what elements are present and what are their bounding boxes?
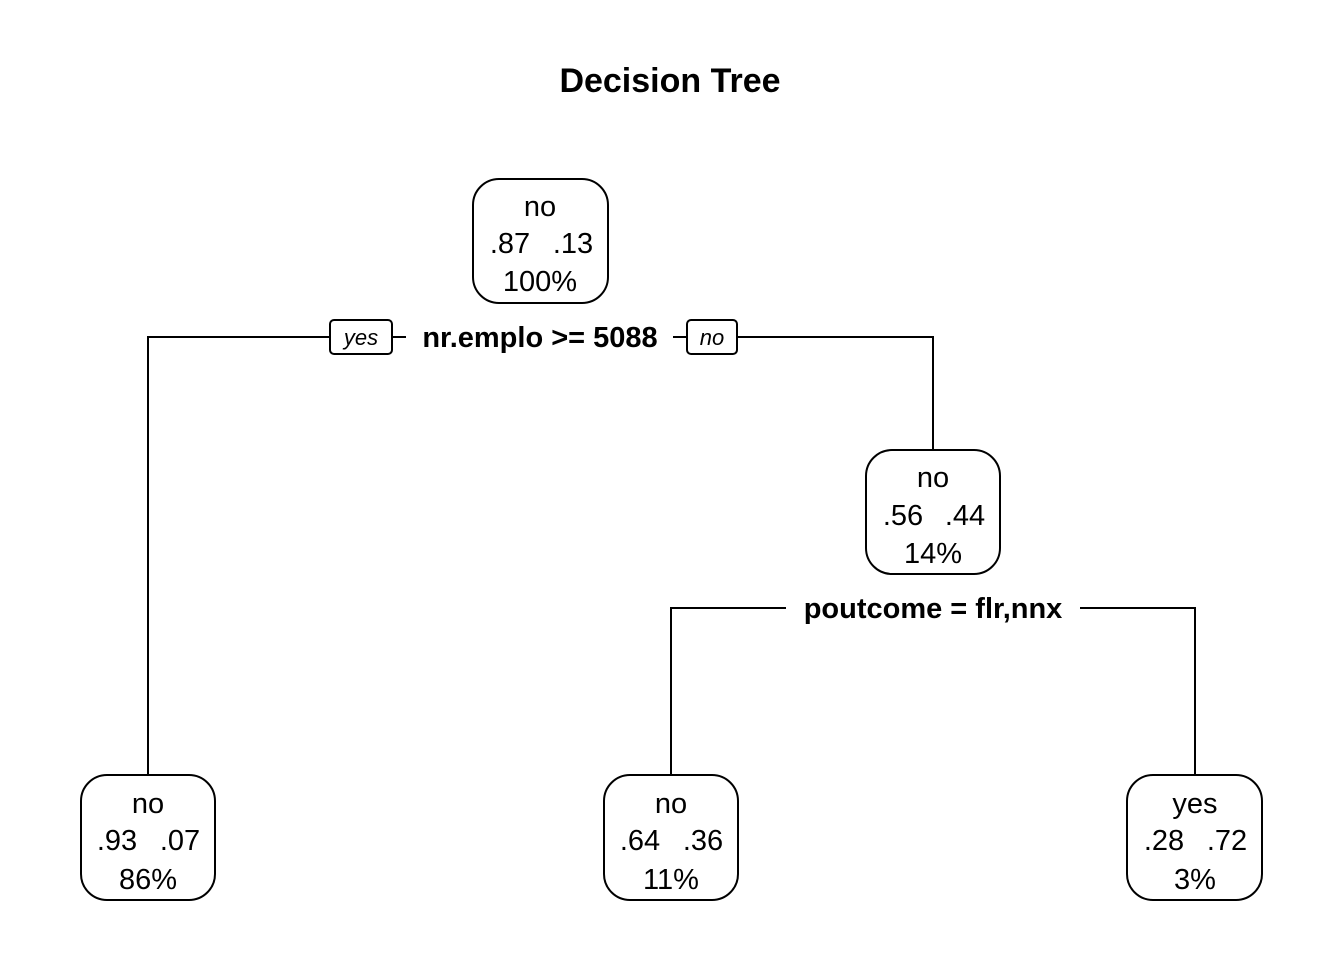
- node-root-class: no: [524, 191, 556, 223]
- node-leaf-2-pct: 11%: [643, 864, 699, 896]
- node-leaf-1-pct: 86%: [119, 864, 177, 896]
- edge-root-left: [147, 336, 330, 775]
- node-root-pct: 100%: [503, 266, 577, 298]
- node-right-class: no: [917, 462, 949, 494]
- edge-right-left: [670, 607, 786, 775]
- node-root: no .87 .13 100%: [472, 178, 609, 304]
- branch-no-box: [686, 319, 738, 355]
- node-leaf-3-prob-0: .28: [1144, 825, 1184, 857]
- node-leaf-3-pct: 3%: [1174, 864, 1216, 896]
- node-right-pct: 14%: [904, 538, 962, 570]
- branch-yes-label: yes: [342, 325, 378, 350]
- edge-right-right: [1080, 607, 1196, 775]
- split-2-rule: poutcome = flr,nnx: [804, 593, 1063, 625]
- node-root-prob-1: .13: [553, 228, 593, 260]
- node-leaf-1-prob-0: .93: [97, 825, 137, 857]
- node-right-prob-1: .44: [945, 500, 985, 532]
- node-leaf-2: no .64 .36 11%: [603, 774, 739, 901]
- node-right-box: [865, 449, 1001, 575]
- node-leaf-3: yes .28 .72 3%: [1126, 774, 1263, 901]
- node-leaf-2-prob-1: .36: [683, 825, 723, 857]
- diagram-title: Decision Tree: [559, 62, 780, 100]
- node-root-prob-0: .87: [490, 228, 530, 260]
- node-leaf-3-prob-1: .72: [1207, 825, 1247, 857]
- node-leaf-2-class: no: [655, 788, 687, 820]
- node-leaf-3-class: yes: [1172, 788, 1217, 820]
- node-leaf-2-box: [603, 774, 739, 901]
- split-1-rule: nr.emplo >= 5088: [422, 322, 657, 354]
- node-right-prob-0: .56: [883, 500, 923, 532]
- node-leaf-1-prob-1: .07: [160, 825, 200, 857]
- node-leaf-2-prob-0: .64: [620, 825, 660, 857]
- node-root-box: [472, 178, 609, 304]
- node-right: no .56 .44 14%: [865, 449, 1001, 575]
- node-leaf-3-box: [1126, 774, 1263, 901]
- split-1: yes nr.emplo >= 5088 no: [329, 319, 738, 355]
- node-leaf-1-class: no: [132, 788, 164, 820]
- branch-yes-box: [329, 319, 393, 355]
- node-leaf-1-box: [80, 774, 216, 901]
- edge-root-right: [737, 336, 934, 450]
- node-leaf-1: no .93 .07 86%: [80, 774, 216, 901]
- branch-no-label: no: [700, 325, 724, 350]
